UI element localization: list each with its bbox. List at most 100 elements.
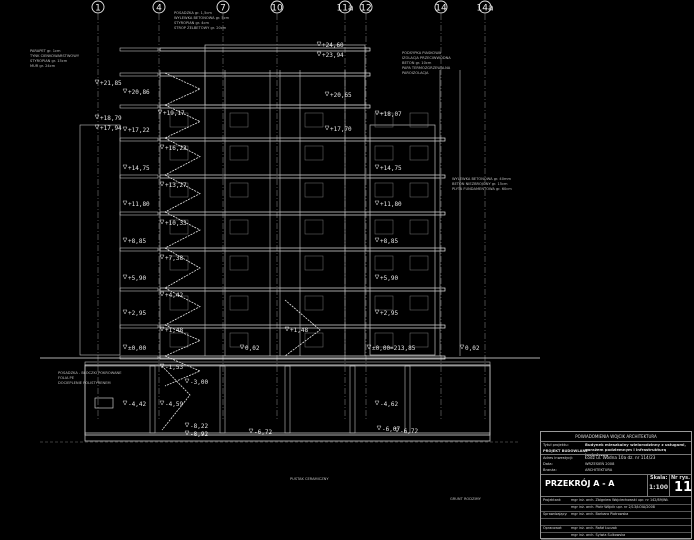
axis-bubble (478, 0, 492, 14)
level-mark: +8,85 (374, 237, 398, 245)
axis-label: 1 (95, 4, 101, 14)
level-value: -8,22 (190, 423, 208, 430)
axis-bubble (434, 0, 448, 14)
level-mark: +23,94 (316, 51, 344, 59)
axis-label: 11a (337, 4, 354, 14)
window (229, 255, 249, 271)
floor-slab (119, 355, 159, 360)
level-mark: +8,85 (122, 237, 146, 245)
level-value: -8,92 (190, 431, 208, 438)
level-mark: +11,80 (122, 200, 150, 208)
level-triangle (159, 291, 165, 297)
level-triangle (394, 427, 400, 433)
level-triangle (122, 200, 128, 206)
window (229, 332, 249, 348)
level-triangle (374, 400, 380, 406)
level-mark: +21,85 (94, 79, 122, 87)
column (219, 365, 226, 434)
wing-outline (369, 124, 436, 356)
stair-flight (164, 174, 201, 213)
level-value: +24,60 (322, 42, 344, 49)
signature-name: mgr inż. arch. Rafał Łuczak (571, 526, 617, 530)
scale-label: Skala: (650, 475, 668, 481)
level-triangle (159, 181, 165, 187)
window (229, 295, 249, 311)
layer-note: WYLEWKA BETONOWA gr. 40mm (452, 177, 511, 181)
signature-row: mgr inż. arch. Piotr Wójcik upr. nr 2/13… (541, 504, 691, 512)
level-mark: +17,70 (324, 125, 352, 133)
level-triangle (184, 378, 190, 384)
stair-flight (164, 137, 201, 176)
stair-flight (164, 324, 201, 357)
level-triangle (376, 425, 382, 431)
signature-role: Projektant: (543, 498, 562, 502)
window (229, 219, 249, 235)
level-triangle (159, 219, 165, 225)
level-triangle (374, 200, 380, 206)
level-mark: +5,90 (374, 274, 398, 282)
signature-row: mgr inż. arch. Sylwia Sulkowska (541, 532, 691, 540)
stair-flight (161, 365, 191, 431)
signature-role: Opracował: (543, 526, 563, 530)
level-triangle (324, 91, 330, 97)
floor-slab (119, 287, 159, 292)
level-triangle (157, 109, 163, 115)
window (409, 332, 429, 348)
row-date-label: Data: (543, 462, 553, 466)
window (229, 145, 249, 161)
column (404, 365, 411, 434)
level-value: +4,42 (165, 292, 183, 299)
floor-slab (119, 137, 159, 142)
axis-bubble (359, 0, 373, 14)
level-value: +1,48 (165, 327, 183, 334)
signature-name: mgr inż. arch. Barbara Piotrowska (571, 512, 629, 516)
signature-row: Projektant: mgr inż. arch. Zbigniew Wojci… (541, 497, 691, 505)
window (409, 182, 429, 198)
window (169, 295, 189, 311)
stair-flight (164, 72, 201, 106)
level-mark: -6,72 (248, 428, 272, 436)
level-value: ±0,00 (128, 345, 146, 352)
level-mark: +2,95 (122, 309, 146, 317)
floor-slab (159, 47, 371, 52)
window (304, 332, 324, 348)
floor-slab (119, 324, 159, 329)
level-triangle (159, 400, 165, 406)
window (374, 295, 394, 311)
level-value: +7,38 (165, 255, 183, 262)
row-project-label: Tytuł projektu: (543, 443, 569, 447)
divider (669, 474, 670, 496)
window (374, 219, 394, 235)
stair-flight (164, 355, 202, 387)
wing-outline (79, 124, 121, 356)
level-mark: -8,92 (184, 430, 208, 438)
level-value: +17,22 (128, 127, 150, 134)
level-mark: +20,65 (324, 91, 352, 99)
floor-slab (159, 287, 446, 292)
level-mark: +20,86 (122, 88, 150, 96)
level-value: +17,94 (100, 125, 122, 132)
level-mark: +4,42 (159, 291, 183, 299)
signature-name: mgr inż. arch. Zbigniew Wojciechowski up… (571, 498, 669, 502)
level-mark: +24,60 (316, 41, 344, 49)
layer-note: BETON NIEZBROJONY gr. 15cm (452, 182, 508, 186)
building-section (79, 44, 461, 360)
window (374, 112, 394, 128)
level-triangle (184, 430, 190, 436)
level-triangle (374, 110, 380, 116)
window (409, 255, 429, 271)
level-mark: +16,23 (159, 144, 187, 152)
window (169, 182, 189, 198)
row-address-label: Adres inwestycji: (543, 456, 574, 460)
level-mark: +2,95 (374, 309, 398, 317)
window (409, 145, 429, 161)
level-triangle (184, 422, 190, 428)
level-value: 0,02 (465, 345, 480, 352)
level-value: -4,42 (128, 401, 146, 408)
stair-flight (164, 211, 201, 249)
level-value: +13,27 (165, 182, 187, 189)
divider (541, 474, 691, 475)
window (304, 182, 324, 198)
architect-name: POWIADOMIENIA WOJCIK ARCHITEKTURA (541, 432, 691, 442)
